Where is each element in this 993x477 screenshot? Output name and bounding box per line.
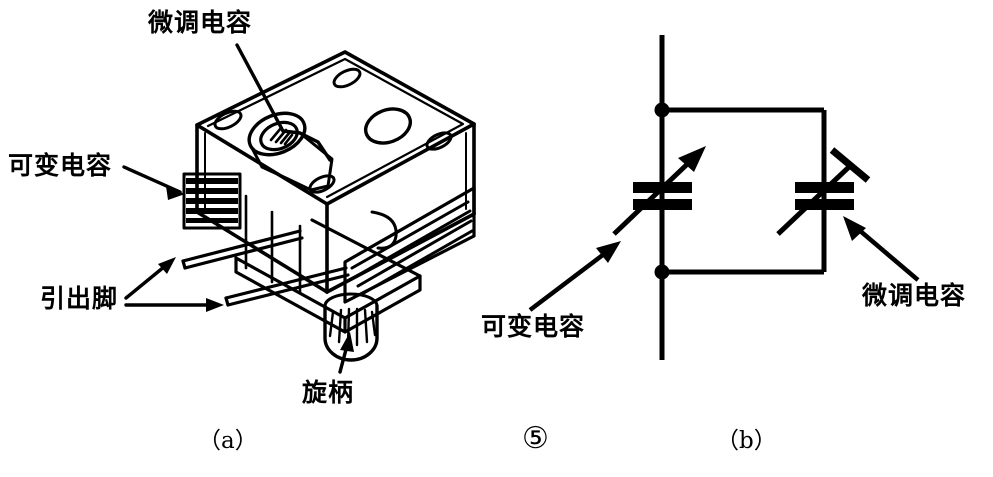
box-top-rim — [206, 57, 465, 199]
variable-capacitor-arrow-shaft — [612, 150, 702, 236]
box-left-face — [195, 123, 329, 294]
knob-top-ellipse — [323, 292, 379, 308]
label-trimmer-capacitor-photo: 微调电容 — [148, 8, 253, 37]
trimmer-bracket — [251, 131, 334, 192]
arrowhead-variable-left — [166, 186, 185, 200]
label-variable-capacitor-photo: 可变电容 — [8, 151, 113, 180]
arrowhead-pin-upper — [158, 257, 176, 274]
label-variable-capacitor-schematic: 可变电容 — [481, 312, 586, 341]
leader-trimmer-top — [235, 43, 285, 133]
figure-number: ⑤ — [522, 421, 549, 456]
trimmer-capacitor-plates — [795, 182, 854, 210]
leader-schematic-variable — [528, 246, 614, 312]
plate-stack-right — [350, 200, 474, 296]
label-lead-pins: 引出脚 — [40, 284, 119, 313]
top-aperture-hole — [364, 107, 412, 145]
knob-body — [323, 304, 379, 362]
interior-dividers — [244, 194, 329, 294]
trimmer-capacitor-diagonal — [776, 164, 852, 236]
trimmer-screw-slot — [269, 126, 294, 146]
mounting-hole-front — [308, 174, 336, 194]
box-right-face — [325, 122, 476, 294]
plate-stack-left-frame — [182, 172, 242, 230]
arrowhead-pin-lower — [206, 298, 224, 312]
plate-stack-left — [186, 178, 238, 223]
leader-schematic-trimmer — [850, 222, 920, 282]
junction-dot-bottom — [654, 264, 670, 280]
bottom-chassis — [234, 218, 422, 334]
trimmer-screw-outer — [247, 111, 307, 157]
plate-stack-right-body — [343, 186, 476, 304]
leader-knob — [338, 340, 350, 374]
mounting-hole-right — [425, 131, 453, 151]
arrowhead-schematic-trimmer — [843, 216, 866, 241]
trimmer-screw-inner — [259, 120, 299, 152]
label-trimmer-capacitor-schematic: 微调电容 — [862, 281, 967, 310]
box-top-face — [195, 50, 476, 206]
variable-capacitor-plates — [633, 182, 692, 210]
mounting-hole-rear — [332, 67, 362, 89]
lead-pin-upper — [181, 229, 304, 270]
right-face-loop — [370, 210, 398, 250]
leader-variable-left — [122, 165, 182, 194]
label-knob: 旋柄 — [302, 378, 355, 407]
lead-pin-lower — [224, 266, 350, 307]
leader-pin-upper — [124, 260, 172, 300]
arrowhead-schematic-variable — [596, 241, 621, 263]
knob-knurling — [328, 307, 377, 347]
box-corner-edge — [204, 132, 467, 210]
variable-capacitor-arrowhead — [678, 146, 706, 172]
junction-dot-top — [654, 102, 670, 118]
trimmer-capacitor-tbar — [829, 147, 871, 183]
mounting-hole-left — [213, 109, 243, 131]
caption-subfigure-a: （a） — [198, 428, 258, 454]
caption-subfigure-b: （b） — [716, 428, 777, 454]
arrowhead-knob — [340, 332, 354, 352]
leader-trimmer-curve — [281, 129, 332, 162]
